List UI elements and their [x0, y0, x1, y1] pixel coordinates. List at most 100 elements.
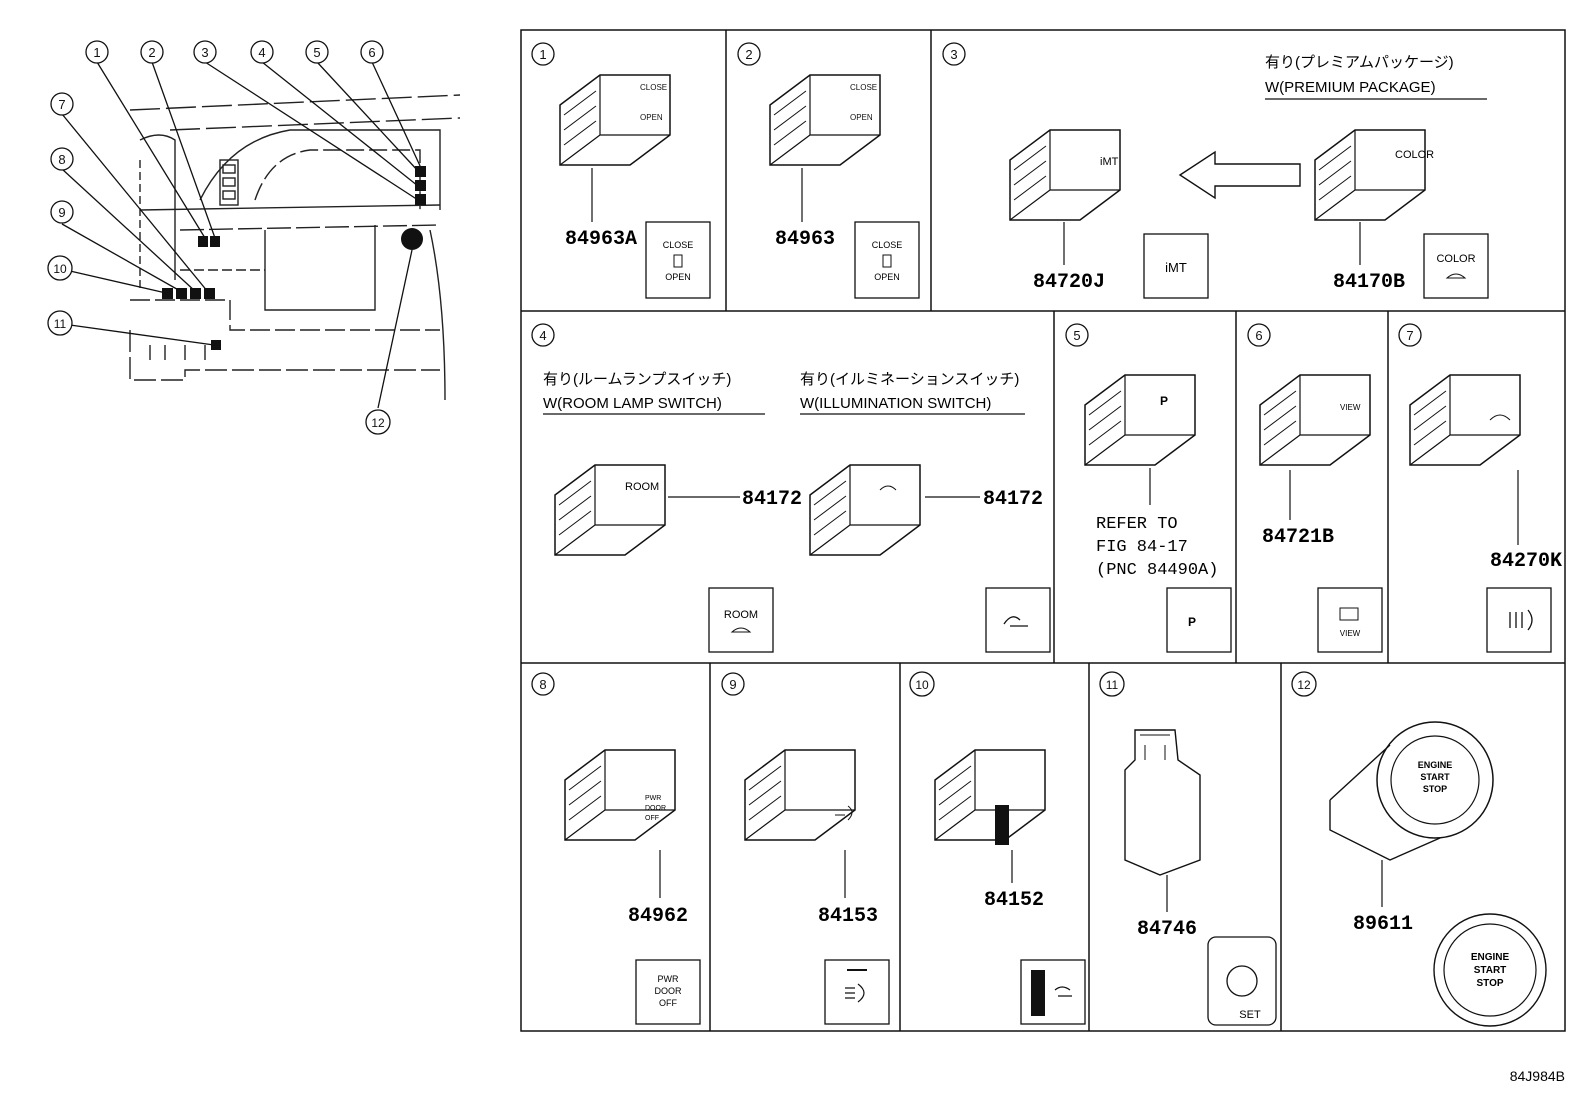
- locator-callout-7: [50, 92, 74, 116]
- cell-number: 1: [539, 47, 546, 62]
- switch-drawing-power-door: PWR DOOR OFF: [564, 749, 676, 841]
- cell-number: 5: [1073, 328, 1080, 343]
- premium-note-jp: 有り(プレミアムパッケージ): [1265, 54, 1454, 71]
- locator-view: 1 2 3 4 5 6 7 8 9 10 11 12: [47, 40, 461, 435]
- switch-drawing-parking-sensor: P: [1084, 374, 1196, 466]
- part-number-84720J: 84720J: [1033, 271, 1105, 294]
- locator-callout-12: [365, 409, 391, 435]
- premium-note-en: W(PREMIUM PACKAGE): [1265, 79, 1436, 96]
- locator-callout-label: 4: [258, 45, 265, 60]
- locator-callout-10: [47, 255, 73, 281]
- svg-text:STOP: STOP: [1476, 978, 1503, 989]
- cell-number: 2: [745, 47, 752, 62]
- locator-callout-9: [50, 200, 74, 224]
- locator-callout-1: [85, 40, 109, 64]
- close-open-icon: CLOSE OPEN: [645, 221, 711, 299]
- svg-text:OPEN: OPEN: [640, 113, 663, 122]
- locator-callout-label: 8: [58, 152, 65, 167]
- svg-text:ENGINE: ENGINE: [1418, 760, 1453, 770]
- switch-drawing-illumination: [809, 464, 921, 556]
- locator-callout-label: 5: [313, 45, 320, 60]
- locator-callout-label: 11: [54, 317, 67, 331]
- svg-text:DOOR: DOOR: [655, 986, 683, 996]
- part-number-89611: 89611: [1353, 913, 1413, 936]
- svg-text:P: P: [1160, 394, 1168, 408]
- locator-callout-label: 10: [53, 262, 67, 276]
- svg-text:START: START: [1474, 965, 1507, 976]
- svg-text:CLOSE: CLOSE: [872, 240, 903, 250]
- svg-text:OPEN: OPEN: [874, 272, 900, 282]
- room-lamp-note-jp: 有り(ルームランプスイッチ): [543, 371, 731, 388]
- switch-drawing-1: CLOSE OPEN: [559, 74, 671, 166]
- svg-text:OFF: OFF: [659, 998, 677, 1008]
- locator-callout-label: 3: [201, 45, 208, 60]
- cell-number: 12: [1297, 678, 1311, 692]
- svg-text:ROOM: ROOM: [625, 481, 659, 493]
- illumination-note-jp: 有り(イルミネーションスイッチ): [800, 371, 1019, 388]
- part-number-84721B: 84721B: [1262, 526, 1334, 549]
- svg-text:ROOM: ROOM: [724, 609, 758, 621]
- locator-callout-2: [140, 40, 164, 64]
- locator-callout-label: 2: [148, 45, 155, 60]
- svg-text:STOP: STOP: [1423, 784, 1447, 794]
- room-lamp-note-en: W(ROOM LAMP SWITCH): [543, 395, 722, 412]
- refer-to-pnc: (PNC 84490A): [1096, 561, 1218, 580]
- camera-view-icon: VIEW: [1317, 587, 1383, 653]
- part-number-84170B: 84170B: [1333, 271, 1405, 294]
- replacement-arrow-icon: [1178, 150, 1301, 200]
- engine-start-stop-icon: ENGINE START STOP: [1433, 913, 1547, 1027]
- part-number-84270K: 84270K: [1490, 550, 1562, 573]
- rear-defogger-icon: [1486, 587, 1552, 653]
- locator-callout-label: 7: [58, 97, 65, 112]
- switch-drawing-imt: iMT: [1009, 129, 1121, 221]
- close-open-icon: CLOSE OPEN: [854, 221, 920, 299]
- svg-text:iMT: iMT: [1165, 260, 1187, 275]
- svg-text:PWR: PWR: [645, 795, 661, 802]
- diagram-code: 84J984B: [1510, 1068, 1565, 1084]
- parking-sensor-icon: P: [1166, 587, 1232, 653]
- svg-text:CLOSE: CLOSE: [640, 83, 667, 92]
- svg-text:OFF: OFF: [645, 815, 659, 822]
- refer-to-fig: FIG 84-17: [1096, 538, 1188, 557]
- svg-text:COLOR: COLOR: [1395, 149, 1434, 161]
- svg-text:ENGINE: ENGINE: [1471, 952, 1510, 963]
- svg-text:OPEN: OPEN: [665, 272, 691, 282]
- part-number-84172-illumination: 84172: [983, 488, 1043, 511]
- switch-drawing-color: COLOR: [1314, 129, 1434, 221]
- headlight-leveling-icon: [824, 959, 890, 1025]
- part-number-84963: 84963: [775, 228, 835, 251]
- svg-text:COLOR: COLOR: [1436, 253, 1475, 265]
- illumination-icon: [985, 587, 1051, 653]
- cell-number: 10: [915, 678, 929, 692]
- imt-icon: iMT: [1143, 233, 1209, 299]
- cell-number: 6: [1255, 328, 1262, 343]
- locator-callout-label: 6: [368, 45, 375, 60]
- locator-callout-5: [305, 40, 329, 64]
- cell-number: 9: [729, 677, 736, 692]
- locator-callout-6: [360, 40, 384, 64]
- switch-drawing-tire-pressure-set: [1124, 729, 1201, 876]
- svg-text:VIEW: VIEW: [1340, 629, 1361, 638]
- color-icon: COLOR: [1423, 233, 1489, 299]
- switch-drawing-dimmer: [934, 749, 1046, 845]
- part-number-84746: 84746: [1137, 918, 1197, 941]
- power-door-off-icon: PWR DOOR OFF: [635, 959, 701, 1025]
- locator-callout-3: [193, 40, 217, 64]
- switch-drawing-view: VIEW: [1259, 374, 1371, 466]
- cell-number: 11: [1106, 678, 1119, 692]
- svg-text:iMT: iMT: [1100, 156, 1119, 168]
- cell-number: 3: [950, 47, 957, 62]
- svg-text:DOOR: DOOR: [645, 805, 666, 812]
- switch-drawing-rear-defog: [1409, 374, 1521, 466]
- switch-drawing-headlight-level: [744, 749, 856, 841]
- svg-text:START: START: [1420, 772, 1450, 782]
- cell-number: 7: [1406, 328, 1413, 343]
- dimmer-wheel-icon: [1020, 959, 1086, 1025]
- part-number-84962: 84962: [628, 905, 688, 928]
- svg-text:VIEW: VIEW: [1340, 403, 1361, 412]
- room-lamp-icon: ROOM: [708, 587, 774, 653]
- illumination-note-en: W(ILLUMINATION SWITCH): [800, 395, 991, 412]
- part-number-84152: 84152: [984, 889, 1044, 912]
